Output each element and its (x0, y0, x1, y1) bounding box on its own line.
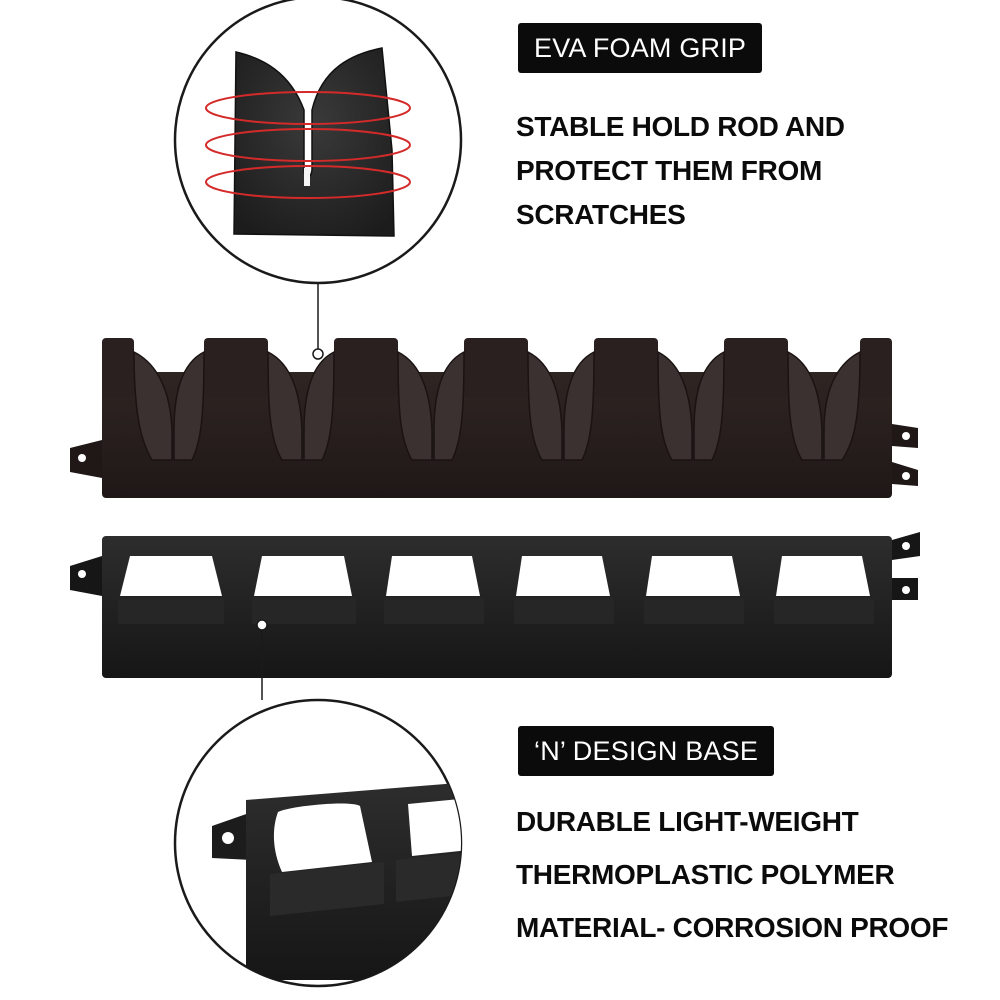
description-line: SCRATCHES (516, 199, 686, 230)
description-line: THERMOPLASTIC POLYMER (516, 859, 895, 890)
description-line: DURABLE LIGHT-WEIGHT (516, 806, 859, 837)
callout-dot-bottom (256, 619, 268, 631)
description-line: MATERIAL- CORROSION PROOF (516, 912, 949, 943)
foam-grip-closeup (173, 0, 463, 285)
feature-badge-eva-foam-grip: EVA FOAM GRIP (518, 23, 763, 73)
feature-description-n-design-base: DURABLE LIGHT-WEIGHT THERMOPLASTIC POLYM… (516, 795, 949, 954)
callout-dot-top (312, 348, 324, 360)
rod-holder-base-rack (70, 532, 920, 678)
base-corner-closeup (173, 698, 463, 988)
rod-holder-top-rack (70, 338, 918, 498)
description-line: PROTECT THEM FROM (516, 155, 822, 186)
description-line: STABLE HOLD ROD AND (516, 111, 845, 142)
feature-description-eva-foam-grip: STABLE HOLD ROD AND PROTECT THEM FROM SC… (516, 105, 845, 237)
feature-badge-n-design-base: ‘N’ DESIGN BASE (518, 726, 775, 776)
